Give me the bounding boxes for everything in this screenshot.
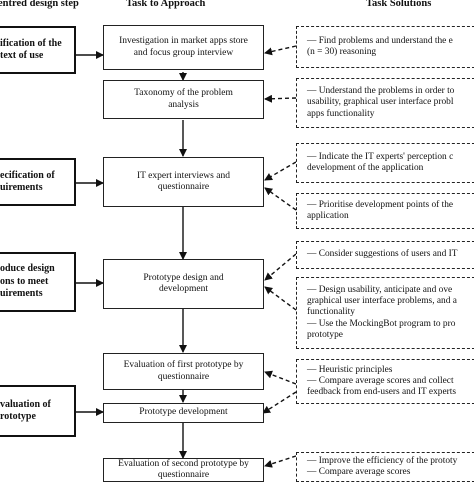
header-task-solutions: Task Solutions xyxy=(366,0,432,9)
dashed-arrow-sol7 xyxy=(264,370,297,385)
solution-understand-problems: — Understand the problems in order to us… xyxy=(296,78,474,128)
task-it-expert-interviews: IT expert interviews and questionnaire xyxy=(103,157,264,207)
dashed-arrow-sol7b xyxy=(262,391,297,414)
solution-find-problems: — Find problems and understand the e (n … xyxy=(296,26,474,68)
solution-improve-efficiency: — Improve the efficiency of the prototy … xyxy=(296,452,474,482)
dashed-arrow-sol2 xyxy=(264,94,297,103)
solution-consider-suggestions: — Consider suggestions of users and IT xyxy=(296,241,474,269)
dashed-arrow-sol4 xyxy=(264,187,297,211)
dashed-arrow-sol3 xyxy=(264,161,297,181)
task-prototype-development: Prototype development xyxy=(103,403,264,423)
design-step-design-solutions: oduce design ons to meet uirements xyxy=(0,252,76,312)
header-design-step: entred design step xyxy=(0,0,79,9)
header-task-to-approach: Task to Approach xyxy=(126,0,206,9)
solution-heuristic-principles: — Heuristic principles — Compare average… xyxy=(296,359,474,404)
task-taxonomy: Taxonomy of the problem analysis xyxy=(103,80,264,119)
design-step-evaluation: valuation of rototype xyxy=(0,385,76,437)
dashed-arrow-sol8 xyxy=(264,455,297,468)
design-step-requirements: ecification of uirements xyxy=(0,158,76,206)
dashed-arrow-sol6 xyxy=(264,286,297,311)
task-evaluation-first-prototype: Evaluation of first prototype by questio… xyxy=(103,353,264,390)
task-evaluation-second-prototype: Evaluation of second prototype by questi… xyxy=(103,458,264,482)
solution-design-usability: — Design usability, anticipate and ove g… xyxy=(296,277,474,349)
dashed-arrow-sol5 xyxy=(264,253,297,281)
dashed-arrow-sol1 xyxy=(264,45,297,56)
design-step-context: ification of the text of use xyxy=(0,26,76,74)
solution-expert-perception: — Indicate the IT experts' perception c … xyxy=(296,143,474,183)
task-prototype-design: Prototype design and development xyxy=(103,259,264,309)
task-market-investigation: Investigation in market apps store and f… xyxy=(103,25,264,70)
solution-prioritise-development: — Prioritise development points of the a… xyxy=(296,193,474,229)
